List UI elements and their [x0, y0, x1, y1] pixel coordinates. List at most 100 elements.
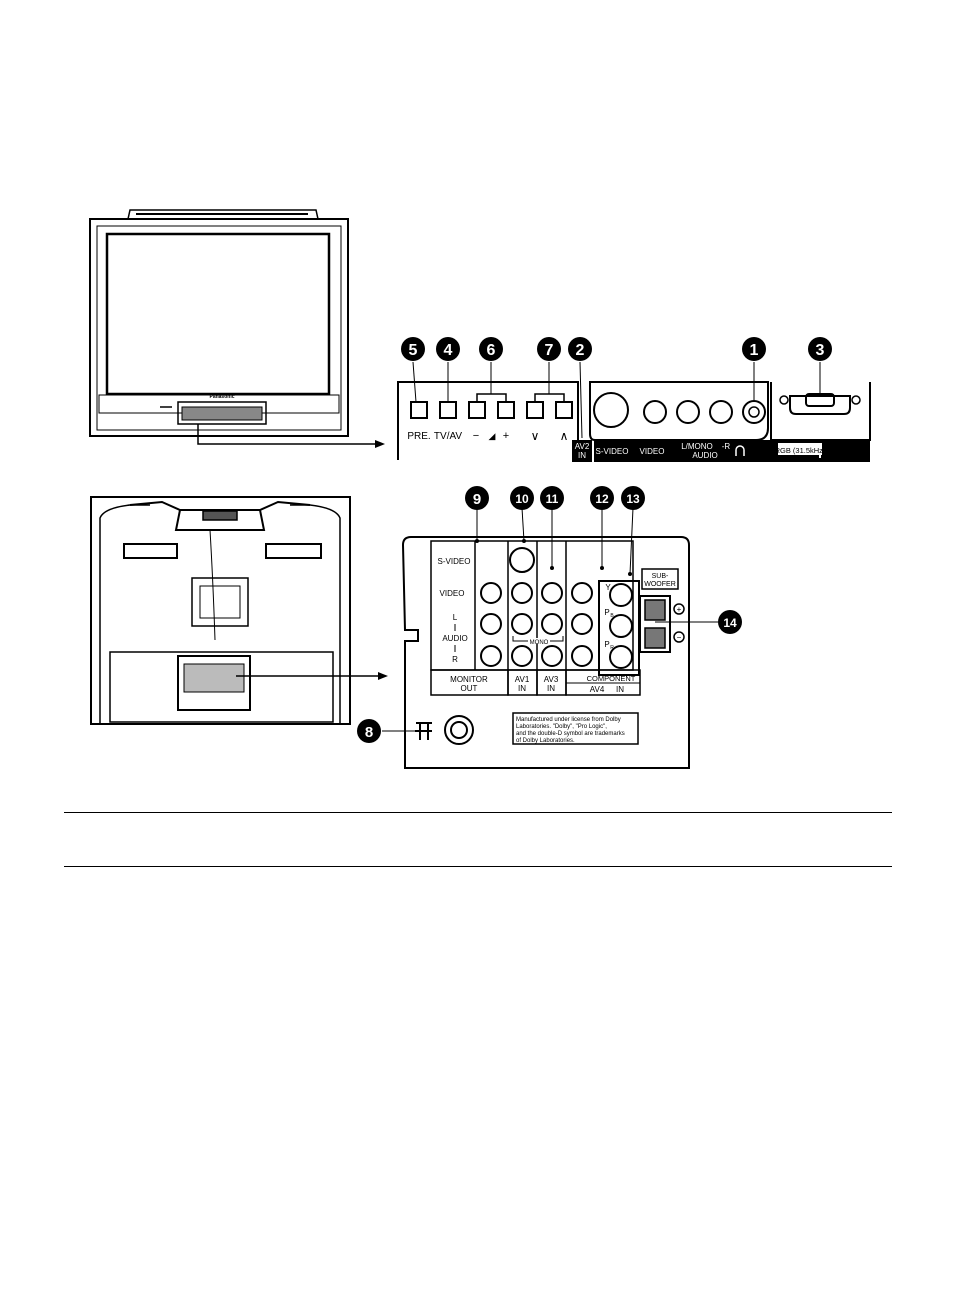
tv-front-illustration [89, 209, 385, 448]
monitor-out-label-line1: MONITOR [450, 675, 488, 684]
callout-2-label: 2 [576, 342, 585, 359]
av4-in-label: IN [616, 685, 624, 694]
callout-11 [540, 486, 564, 510]
tvav-label: TV/AV [434, 431, 462, 442]
volume-icon: ◢ [489, 431, 496, 441]
rear-l-label: L [453, 613, 458, 622]
component-pr-sub-label: R [610, 645, 614, 651]
component-pb-sub-label: B [610, 613, 614, 619]
headphone-icon [735, 445, 745, 456]
front-callouts [401, 337, 832, 361]
callout-13-label: 13 [626, 492, 640, 506]
av1-svideo-jack[interactable] [509, 547, 535, 573]
rgb-label: RGB (31.5kHz) [775, 446, 826, 455]
volume-down-button[interactable] [468, 401, 486, 419]
monitor-out-audio-r-jack[interactable] [480, 645, 502, 667]
callout-10 [510, 486, 534, 510]
callout-5 [401, 337, 425, 361]
callout-3-label: 3 [816, 342, 825, 359]
callout-6 [479, 337, 503, 361]
dolby-notice-line3: and the double-D symbol are trademarks [516, 731, 625, 737]
callout-9 [465, 486, 489, 510]
callout-7 [537, 337, 561, 361]
callout-12-label: 12 [595, 492, 609, 506]
preset-button[interactable] [410, 401, 428, 419]
callout-10-label: 10 [515, 492, 529, 506]
callout-2 [568, 337, 592, 361]
component-pb-jack[interactable] [609, 614, 633, 638]
av3-audio-r-jack[interactable] [541, 645, 563, 667]
volume-plus-label: + [503, 430, 509, 442]
callout-8 [357, 719, 381, 743]
av3-label-line1: AV3 [544, 675, 559, 684]
av1-label-line1: AV1 [515, 675, 530, 684]
subwoofer-terminal[interactable] [639, 595, 671, 653]
callout-12 [590, 486, 614, 510]
divider-top [64, 812, 892, 813]
av1-video-jack[interactable] [511, 582, 533, 604]
av4-label: AV4 [590, 685, 605, 694]
headphone-jack[interactable] [742, 400, 766, 424]
monitor-out-audio-l-jack[interactable] [480, 613, 502, 635]
volume-up-button[interactable] [497, 401, 515, 419]
av3-audio-l-jack[interactable] [541, 613, 563, 635]
callout-11-label: 11 [546, 492, 559, 506]
av2-audio-r-jack[interactable] [709, 400, 733, 424]
pre-label: PRE. [407, 431, 430, 442]
subwoofer-plus-label: + [677, 605, 682, 614]
antenna-input[interactable] [444, 715, 474, 745]
av4-audio-extra-jack[interactable] [571, 645, 593, 667]
rgb-connector[interactable] [789, 395, 851, 415]
monitor-out-video-jack[interactable] [480, 582, 502, 604]
av4-audio-l-jack[interactable] [571, 582, 593, 604]
callout-4-label: 4 [444, 342, 453, 359]
rear-svideo-label: S-VIDEO [438, 557, 471, 566]
callout-8-label: 8 [365, 724, 373, 741]
component-y-jack[interactable] [609, 583, 633, 607]
front-audio-label: AUDIO [692, 451, 717, 460]
callout-14 [718, 610, 742, 634]
av2-video-jack[interactable] [643, 400, 667, 424]
component-y-label: Y [605, 583, 611, 592]
callout-3 [808, 337, 832, 361]
rear-callouts [357, 486, 742, 743]
channel-down-icon: ∨ [531, 429, 540, 443]
callout-1 [742, 337, 766, 361]
front-lmono-label: L/MONO [681, 442, 713, 451]
av1-audio-l-jack[interactable] [511, 613, 533, 635]
av2-label-line1: AV2 [575, 442, 590, 451]
rear-terminal-panel [382, 507, 718, 769]
channel-up-button[interactable] [555, 401, 573, 419]
dolby-notice-line4: of Dolby Laboratories. [516, 738, 575, 744]
callout-1-label: 1 [750, 342, 759, 359]
channel-up-icon: ∧ [560, 429, 569, 443]
subwoofer-label-line1: SUB- [652, 573, 669, 580]
av4-audio-r-jack[interactable] [571, 613, 593, 635]
monitor-out-label-line2: OUT [461, 684, 478, 693]
dolby-notice-line2: Laboratories. "Dolby", "Pro Logic", [516, 724, 607, 730]
av2-svideo-jack[interactable] [593, 392, 629, 428]
divider-bottom [64, 866, 892, 867]
rear-r-label: R [452, 655, 458, 664]
subwoofer-minus-label: − [677, 633, 682, 642]
callout-9-label: 9 [473, 491, 481, 508]
av3-video-jack[interactable] [541, 582, 563, 604]
av1-label-line2: IN [518, 684, 526, 693]
front-r-label: -R [722, 442, 731, 451]
channel-down-button[interactable] [526, 401, 544, 419]
front-svideo-label: S-VIDEO [596, 447, 629, 456]
rear-audio-label: AUDIO [442, 634, 467, 643]
component-label: COMPONENT [587, 674, 636, 683]
av1-audio-r-jack[interactable] [511, 645, 533, 667]
callout-13 [621, 486, 645, 510]
av2-audio-l-jack[interactable] [676, 400, 700, 424]
tv-brand-logo: Panasonic [209, 394, 234, 400]
tv-av-button[interactable] [439, 401, 457, 419]
dolby-notice-line1: Manufactured under license from Dolby [516, 717, 621, 723]
callout-14-label: 14 [723, 616, 737, 630]
av3-label-line2: IN [547, 684, 555, 693]
mono-label: MONO [530, 640, 549, 646]
tv-rear-illustration [90, 496, 388, 725]
component-pr-jack[interactable] [609, 645, 633, 669]
